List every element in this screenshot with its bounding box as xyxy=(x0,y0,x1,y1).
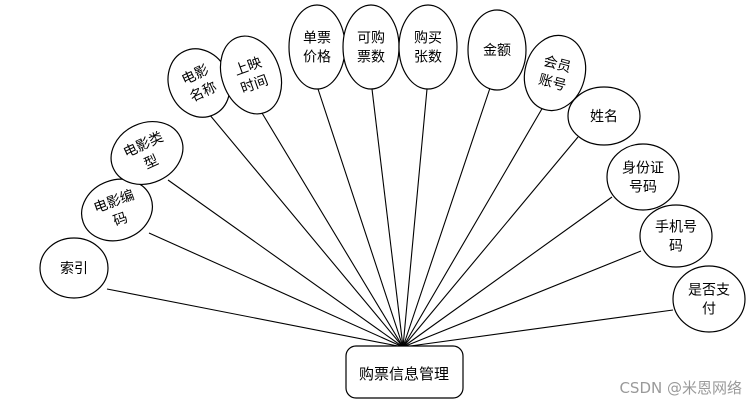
attribute-ellipse xyxy=(567,86,641,146)
attribute-label: 会员 xyxy=(542,53,573,76)
attribute-label: 付 xyxy=(702,302,716,318)
attribute-name: 姓名 xyxy=(567,86,641,146)
attribute-label: 手机号 xyxy=(655,220,697,236)
attribute-ellipse xyxy=(606,143,680,211)
attribute-label: 型 xyxy=(142,152,161,172)
attribute-label: 价格 xyxy=(303,50,331,66)
connector-line-id-number xyxy=(402,196,613,348)
connector-line-available-tickets xyxy=(371,88,404,348)
attribute-label: 张数 xyxy=(414,50,442,66)
connector-line-movie-code xyxy=(148,232,404,348)
attribute-ellipse xyxy=(110,121,184,185)
attribute-label: 姓名 xyxy=(590,109,618,125)
attribute-label: 号码 xyxy=(629,180,657,196)
attribute-ellipse xyxy=(523,34,587,112)
attribute-label: 码 xyxy=(669,239,683,255)
attribute-ellipse xyxy=(81,178,153,242)
connector-line-show-time xyxy=(261,112,404,348)
attribute-ellipse xyxy=(219,35,283,115)
attribute-ellipse xyxy=(639,204,713,268)
connector-line-paid xyxy=(402,309,674,348)
connector-line-movie-type xyxy=(167,179,404,348)
attribute-label: 码 xyxy=(111,210,130,230)
attribute-ellipse xyxy=(342,4,400,90)
entity-box: 购票信息管理 xyxy=(345,345,464,399)
entity-label: 购票信息管理 xyxy=(359,365,449,383)
attribute-label: 可购 xyxy=(357,31,385,47)
attribute-label: 是否支 xyxy=(688,283,730,299)
attribute-label: 购买 xyxy=(414,31,442,47)
attribute-ellipse xyxy=(288,4,346,90)
connector-line-amount xyxy=(402,87,491,348)
attribute-ellipse xyxy=(39,237,109,299)
connector-line-index xyxy=(106,288,404,348)
attribute-index: 索引 xyxy=(39,237,109,299)
connector-line-ticket-price xyxy=(317,88,404,348)
connector-line-member-account xyxy=(402,106,544,348)
connector-line-movie-name xyxy=(208,113,404,348)
connector-line-tickets-bought xyxy=(402,88,428,348)
attribute-label: 索引 xyxy=(60,260,88,277)
connector-line-phone xyxy=(402,250,642,348)
attribute-ellipses: 索引电影编码电影类型电影名称上映时间单票价格可购票数购买张数金额会员账号姓名身份… xyxy=(39,4,746,333)
attribute-ellipse xyxy=(467,9,527,91)
attribute-ellipse xyxy=(398,4,458,90)
watermark: CSDN @米恩网络 xyxy=(619,379,742,397)
attribute-amount: 金额 xyxy=(467,9,527,91)
connector-lines xyxy=(106,87,674,348)
attribute-ellipse xyxy=(672,265,746,333)
attribute-label: 单票 xyxy=(303,31,331,47)
attribute-label: 身份证 xyxy=(622,161,664,177)
attribute-label: 账号 xyxy=(537,72,568,95)
attribute-label: 票数 xyxy=(357,50,385,66)
attribute-label: 金额 xyxy=(483,43,511,59)
connector-line-name xyxy=(402,136,579,348)
